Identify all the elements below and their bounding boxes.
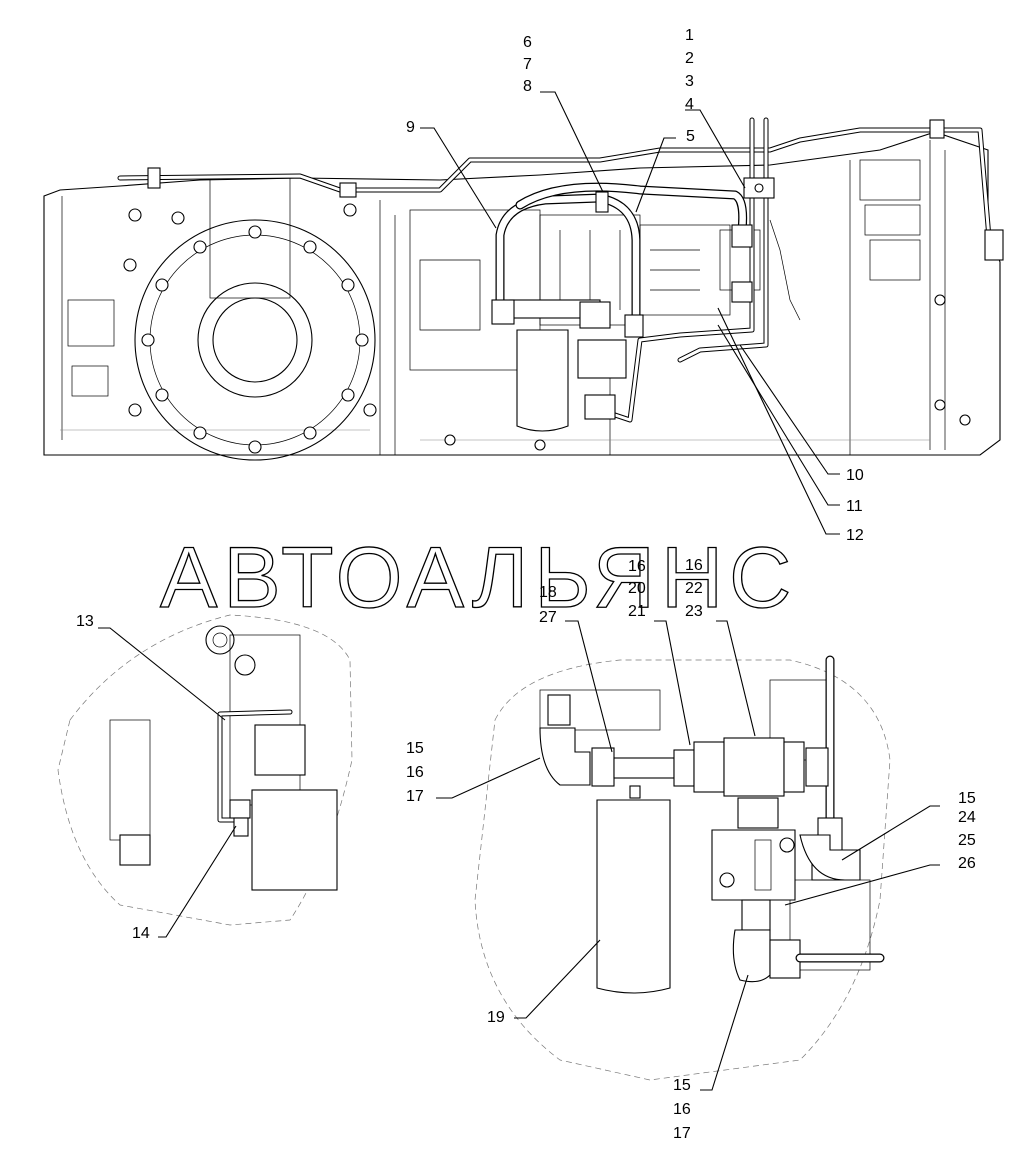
callout-13: 13 <box>76 613 94 630</box>
callout-16-bottom: 16 <box>673 1101 691 1118</box>
flange-bolts <box>123 203 971 454</box>
callout-4: 4 <box>685 96 694 113</box>
callout-8: 8 <box>523 78 532 95</box>
callout-17-bottom: 17 <box>673 1125 691 1142</box>
callout-16-left: 16 <box>406 764 424 781</box>
callout-16-mid: 16 <box>628 558 646 575</box>
callout-9: 9 <box>406 119 415 136</box>
callout-15-left: 15 <box>406 740 424 757</box>
callout-27: 27 <box>539 609 557 626</box>
callout-18: 18 <box>539 584 557 601</box>
transmission-housing-view <box>43 117 1004 461</box>
callout-25: 25 <box>958 832 976 849</box>
callout-16-right: 16 <box>685 557 703 574</box>
callout-26: 26 <box>958 855 976 872</box>
callout-22: 22 <box>685 580 703 597</box>
leader-lines <box>98 91 940 1091</box>
callout-3: 3 <box>685 73 694 90</box>
callout-11: 11 <box>846 498 863 515</box>
callout-20: 20 <box>628 580 646 597</box>
callout-labels: 6 7 8 1 2 3 4 5 9 10 11 12 13 14 15 16 1… <box>76 27 976 1142</box>
callout-24: 24 <box>958 809 976 826</box>
watermark: АВТОАЛЬЯНС <box>160 530 797 626</box>
callout-12: 12 <box>846 527 864 544</box>
callout-19: 19 <box>487 1009 505 1026</box>
callout-21: 21 <box>628 603 646 620</box>
callout-2: 2 <box>685 50 694 67</box>
callout-7: 7 <box>523 56 532 73</box>
callout-10: 10 <box>846 467 864 484</box>
callout-14: 14 <box>132 925 150 942</box>
callout-23: 23 <box>685 603 703 620</box>
callout-5: 5 <box>686 128 695 145</box>
callout-17-left: 17 <box>406 788 424 805</box>
detail-view-filter-assembly <box>474 655 891 1081</box>
detail-view-tube-bracket <box>57 614 353 926</box>
callout-15-bottom: 15 <box>673 1077 691 1094</box>
callout-15-right: 15 <box>958 790 976 807</box>
callout-1: 1 <box>685 27 694 44</box>
callout-6: 6 <box>523 34 532 51</box>
